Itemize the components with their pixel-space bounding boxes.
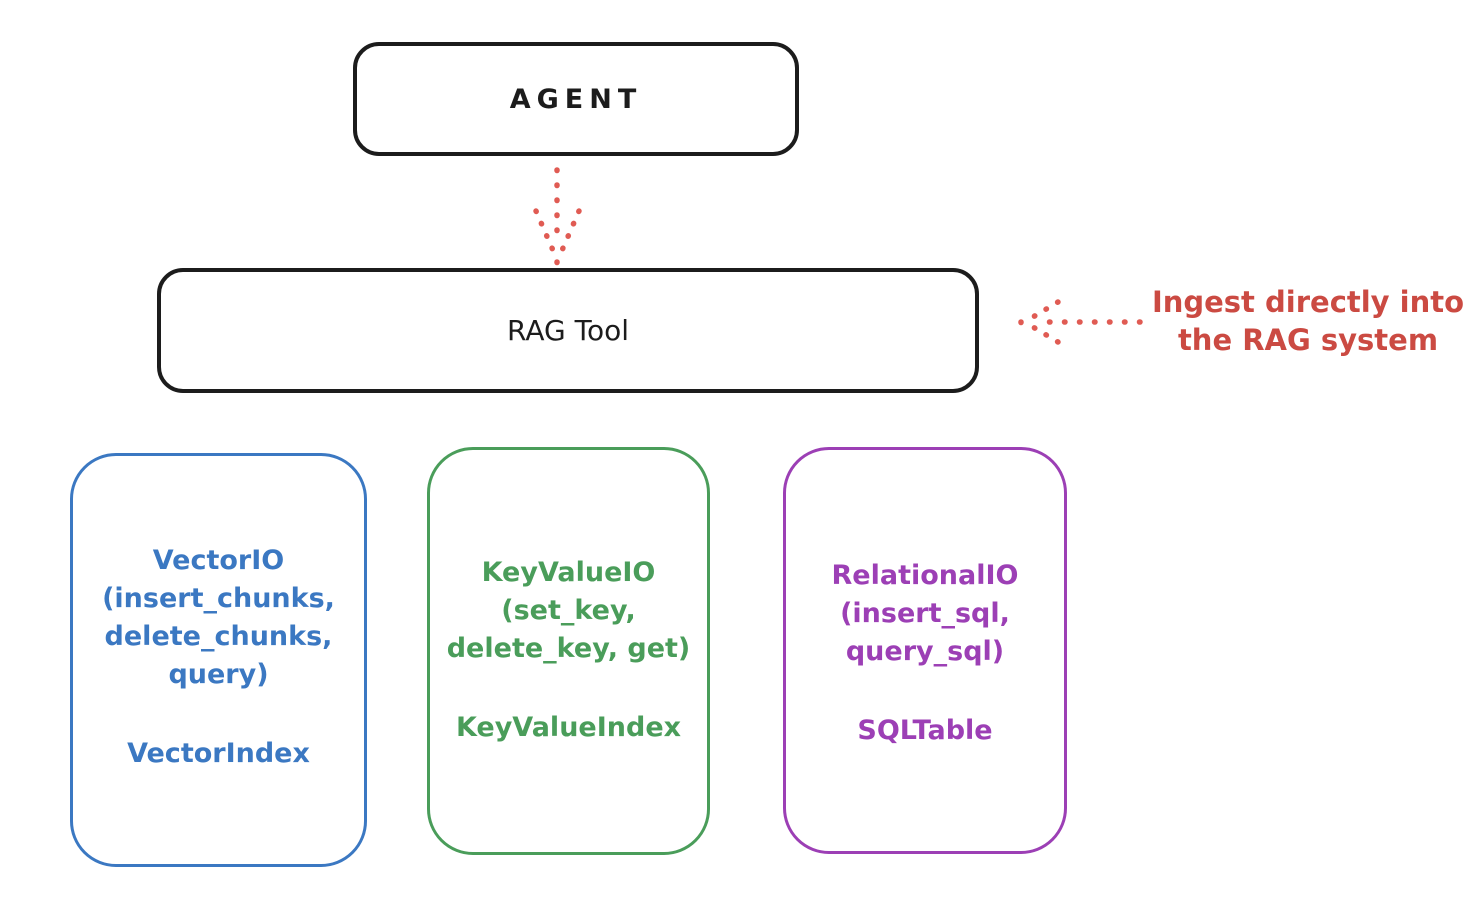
relational-io-node: RelationalIO (insert_sql, query_sql) SQL… xyxy=(783,447,1067,854)
keyvalue-io-node: KeyValueIO (set_key, delete_key, get) Ke… xyxy=(427,447,710,855)
vector-io-label: VectorIO (insert_chunks, delete_chunks, … xyxy=(102,545,335,690)
vector-io-node: VectorIO (insert_chunks, delete_chunks, … xyxy=(70,453,367,867)
vector-index-label: VectorIndex xyxy=(127,738,310,769)
rag-tool-node: RAG Tool xyxy=(157,268,979,393)
agent-node: AGENT xyxy=(353,42,799,156)
keyvalue-io-label: KeyValueIO (set_key, delete_key, get) xyxy=(446,557,691,664)
keyvalue-index-label: KeyValueIndex xyxy=(455,712,682,743)
agent-to-ragtool-arrow xyxy=(533,167,582,266)
ingest-annotation: Ingest directly into the RAG system xyxy=(1151,285,1465,357)
rag-tool-label: RAG Tool xyxy=(507,314,629,347)
annotation-to-ragtool-arrow xyxy=(1018,299,1143,345)
agent-label: AGENT xyxy=(509,83,643,115)
relational-io-label: RelationalIO (insert_sql, query_sql) xyxy=(831,560,1019,667)
sql-table-label: SQLTable xyxy=(857,715,993,746)
